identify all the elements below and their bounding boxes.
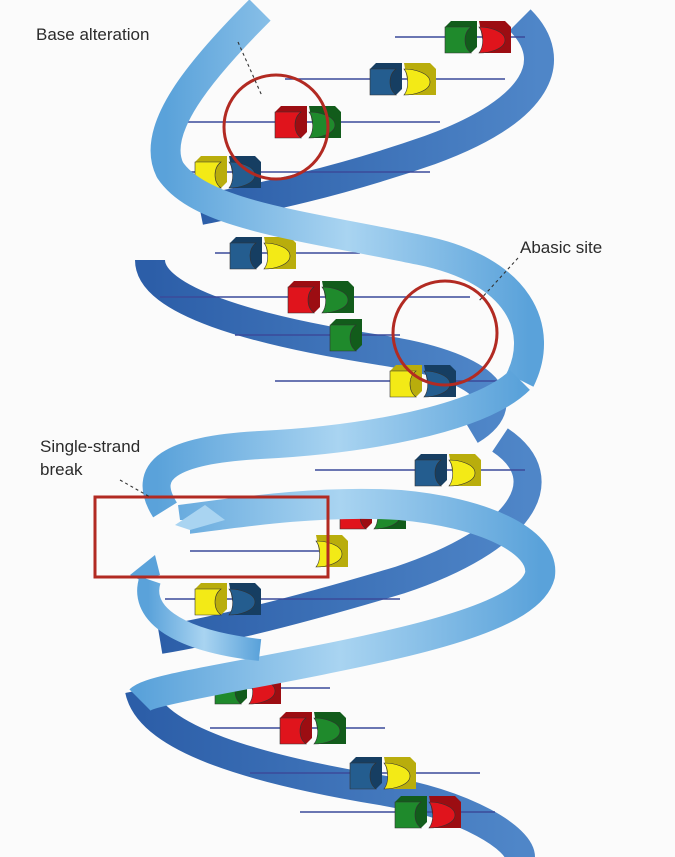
base-pair [414,454,481,487]
base-right [383,762,411,790]
base-left [274,111,302,139]
base-left [389,370,417,398]
base-pair [444,21,511,54]
nucleotide-bases [194,21,511,829]
broken-strand-end-upper [175,505,225,530]
abasic-site-circle [391,279,499,387]
single-strand-label-line2: break [40,460,83,479]
base-left [279,717,307,745]
base-pair [229,237,296,270]
base-pair [369,63,436,96]
base-left [444,26,472,54]
base-pair [194,583,261,616]
base-alteration-leader [237,41,263,97]
base-right [263,242,291,270]
front-strand [129,0,556,713]
base-pair [279,712,346,745]
abasic-site-leader [477,257,519,303]
base-right [448,459,476,487]
base-pair [329,319,362,352]
base-pair [315,535,348,568]
single-strand-label-line1: Single-strand [40,437,140,456]
base-left [229,242,257,270]
base-left [349,762,377,790]
broken-strand-end-lower [130,555,160,580]
base-pair [349,757,416,790]
base-pair [274,106,341,139]
single-strand-break-box [93,495,330,579]
base-alteration-label: Base alteration [36,25,149,44]
base-left [329,324,357,352]
base-right [403,68,431,96]
base-left [194,588,222,616]
base-right [428,801,456,829]
abasic-site-label: Abasic site [520,238,602,257]
base-left [369,68,397,96]
base-pair [394,796,461,829]
base-right [228,588,256,616]
base-pair [287,281,354,314]
base-left [394,801,422,829]
base-right [321,286,349,314]
base-alteration-circle [222,73,330,181]
base-right [478,26,506,54]
base-left [287,286,315,314]
base-right [228,161,256,189]
base-right [313,717,341,745]
base-left [414,459,442,487]
